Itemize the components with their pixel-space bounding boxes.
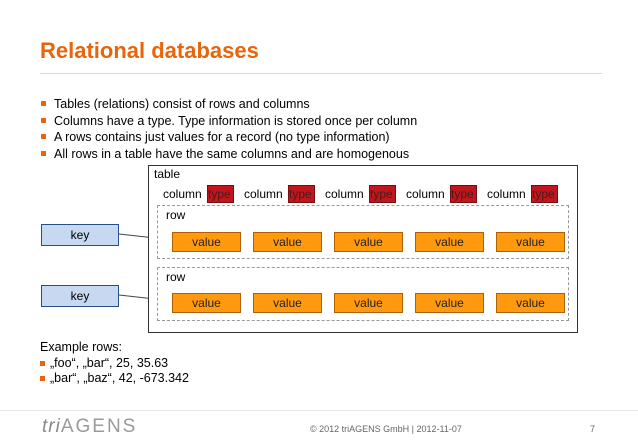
table-label: table	[154, 167, 181, 181]
column-name: column	[406, 187, 445, 201]
example-list: „foo“, „bar“, 25, 35.63 „bar“, „baz“, 42…	[40, 356, 189, 386]
column-name: column	[163, 187, 202, 201]
square-bullet-icon	[41, 150, 46, 156]
row-label: row	[166, 270, 186, 284]
square-bullet-icon	[41, 117, 46, 123]
column-type: type	[450, 185, 477, 203]
column-type: type	[207, 185, 234, 203]
square-bullet-icon	[41, 101, 46, 106]
slide-title: Relational databases	[40, 38, 259, 63]
value-cell: value	[172, 232, 241, 252]
square-bullet-icon	[40, 376, 45, 381]
bullet-item: All rows in a table have the same column…	[40, 146, 417, 163]
value-cell: value	[496, 293, 565, 313]
value-cell: value	[334, 232, 403, 252]
value-cell: value	[253, 232, 322, 252]
value-cell: value	[415, 293, 484, 313]
bullet-item: A rows contains just values for a record…	[40, 129, 417, 146]
row-key: key	[41, 224, 119, 246]
bullet-text: A rows contains just values for a record…	[54, 130, 390, 144]
logo-tri: tri	[42, 416, 61, 437]
value-cell: value	[334, 293, 403, 313]
logo-agens: AGENS	[60, 416, 138, 437]
example-item: „bar“, „baz“, 42, -673.342	[40, 371, 189, 386]
table-row: row value value value value value	[157, 267, 569, 321]
column-name: column	[487, 187, 526, 201]
row-label: row	[166, 208, 186, 222]
page-number: 7	[590, 424, 596, 434]
table-row: row value value value value value	[157, 205, 569, 259]
bullet-text: All rows in a table have the same column…	[54, 146, 410, 161]
bullet-item: Columns have a type. Type information is…	[40, 113, 417, 130]
column-type: type	[288, 185, 315, 203]
copyright-text: © 2012 triAGENS GmbH | 2012-11-07	[310, 424, 462, 434]
column-name: column	[244, 187, 283, 201]
example-text: „bar“, „baz“, 42, -673.342	[50, 371, 189, 385]
example-heading: Example rows:	[40, 340, 122, 354]
bullet-text: Columns have a type. Type information is…	[54, 113, 418, 128]
value-cell: value	[253, 293, 322, 313]
row-key: key	[41, 285, 119, 307]
bullet-item: Tables (relations) consist of rows and c…	[40, 96, 417, 113]
example-item: „foo“, „bar“, 25, 35.63	[40, 356, 189, 371]
example-text: „foo“, „bar“, 25, 35.63	[50, 356, 169, 370]
triagens-logo: triAGENS	[42, 416, 137, 438]
value-cell: value	[415, 232, 484, 252]
column-type: type	[531, 185, 558, 203]
bullet-text: Tables (relations) consist of rows and c…	[54, 97, 310, 111]
value-cell: value	[496, 232, 565, 252]
bullet-list: Tables (relations) consist of rows and c…	[40, 96, 417, 162]
value-cell: value	[172, 293, 241, 313]
column-name: column	[325, 187, 364, 201]
footer-divider	[0, 410, 638, 411]
square-bullet-icon	[40, 361, 45, 366]
column-type: type	[369, 185, 396, 203]
title-divider	[40, 73, 602, 74]
square-bullet-icon	[41, 134, 46, 139]
table-container: table column type column type column typ…	[148, 165, 578, 333]
